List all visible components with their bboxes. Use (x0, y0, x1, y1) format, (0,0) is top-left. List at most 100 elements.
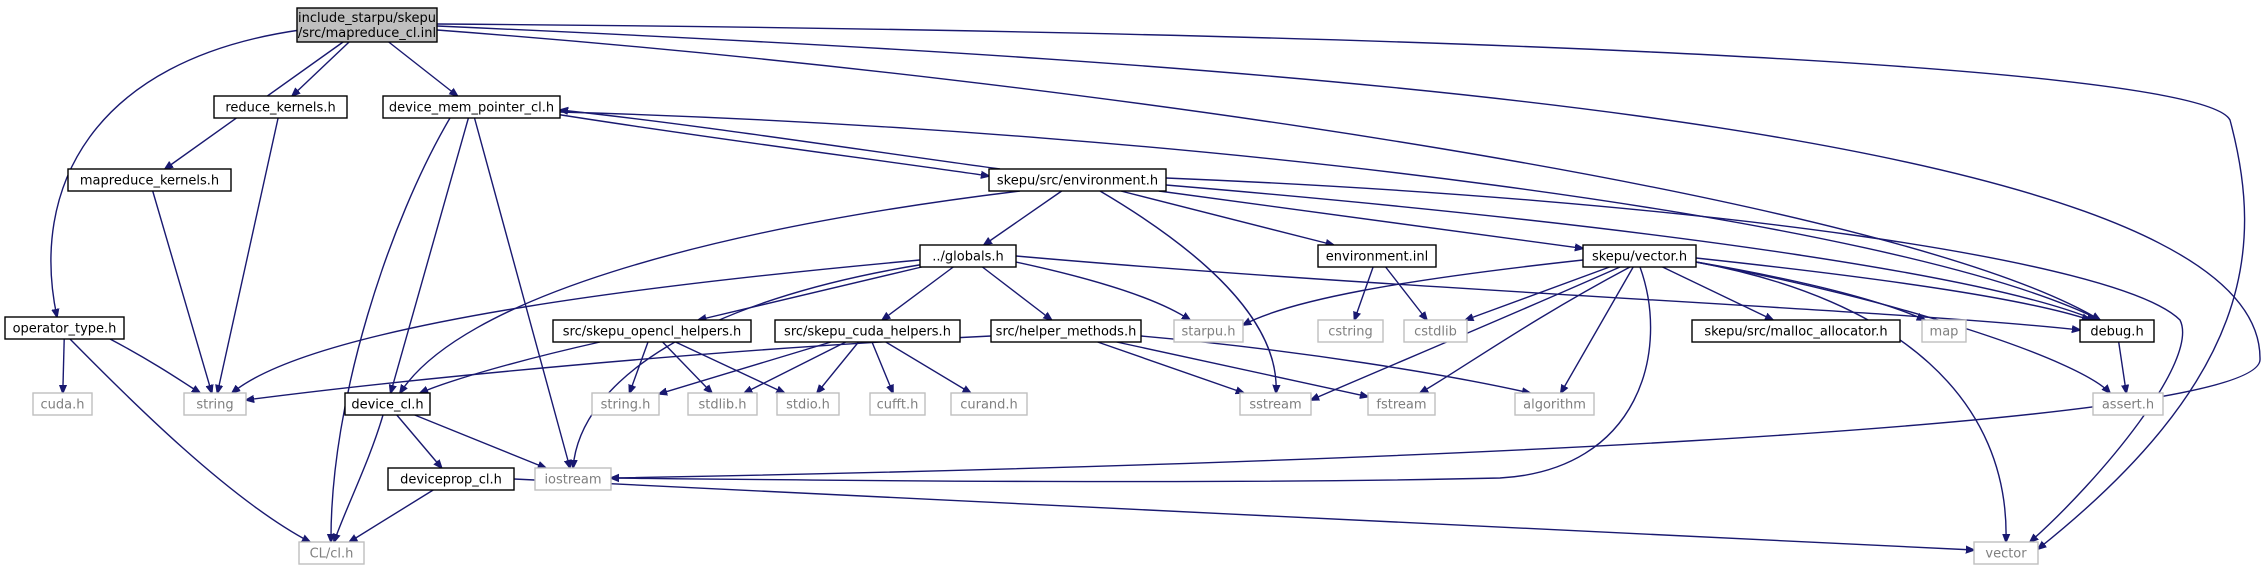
node-box (552, 319, 752, 343)
edge-environment_h-to-debug (1165, 184, 2095, 320)
node-reduce_kernels[interactable]: reduce_kernels.h (213, 95, 348, 119)
edge-environment_h-to-device_mem_pointer (560, 110, 1001, 170)
edge-globals-to-starpu (1015, 261, 1190, 320)
node-label: skepu/src/malloc_allocator.h (1704, 325, 1887, 340)
node-stdlib_h: stdlib.h (687, 392, 758, 416)
node-box (774, 319, 961, 343)
node-environment_h[interactable]: skepu/src/environment.h (988, 168, 1167, 192)
node-box (2092, 392, 2164, 416)
node-label: sstream (1249, 398, 1301, 413)
node-box (1403, 319, 1468, 343)
node-deviceprop[interactable]: deviceprop_cl.h (387, 467, 515, 491)
edge-device_mem_pointer-to-device_cl (391, 117, 470, 393)
edge-environment_h-to-vector_h (1158, 190, 1583, 248)
edge-reduce_kernels-to-string (217, 117, 279, 393)
node-label: curand.h (960, 398, 1018, 413)
edge-cuda_helpers-to-curand (885, 341, 971, 393)
node-mapreduce_kernels[interactable]: mapreduce_kernels.h (67, 168, 232, 192)
node-label: starpu.h (1181, 325, 1235, 340)
node-root[interactable]: include_starpu/skepu/src/mapreduce_cl.in… (296, 7, 438, 43)
node-label: environment.inl (1326, 250, 1428, 265)
node-cl_h: CL/cl.h (298, 541, 365, 565)
edge-environment_inl-to-cstdlib (1385, 266, 1427, 320)
edge-vector_h-to-cstdlib (1465, 266, 1610, 320)
node-label: cstdlib (1414, 325, 1457, 340)
node-string_h: string.h (591, 392, 660, 416)
edge-globals-to-opencl_helpers (698, 266, 922, 320)
node-cuda_helpers[interactable]: src/skepu_cuda_helpers.h (774, 319, 961, 343)
node-box (1317, 244, 1437, 268)
node-label: vector (1985, 547, 2027, 562)
edge-helper_methods-to-string (246, 335, 992, 400)
edge-environment_h-to-device_cl (400, 190, 1021, 393)
edge-vector_h-to-starpu (1243, 259, 1584, 325)
edge-globals-to-iostream (573, 263, 926, 468)
node-label: mapreduce_kernels.h (80, 174, 219, 189)
node-helper_methods[interactable]: src/helper_methods.h (990, 319, 1142, 343)
node-box (1367, 392, 1436, 416)
node-environment_inl[interactable]: environment.inl (1317, 244, 1437, 268)
edge-operator_type-to-cl_h (69, 338, 310, 542)
node-malloc_alloc[interactable]: skepu/src/malloc_allocator.h (1691, 319, 1901, 343)
node-label: iostream (544, 473, 601, 488)
edge-root-to-debug (436, 29, 2100, 320)
edge-cuda_helpers-to-cufft (871, 341, 893, 393)
node-box (298, 541, 365, 565)
edge-environment_inl-to-cstring (1354, 266, 1374, 320)
edge-debug-to-assert_h (2118, 341, 2127, 393)
edge-device_cl-to-cl_h (334, 414, 384, 542)
edge-environment_h-to-globals (984, 190, 1063, 245)
node-box (344, 392, 431, 416)
edge-operator_type-to-cuda (63, 338, 64, 393)
node-label: cuda.h (41, 398, 85, 413)
node-fstream: fstream (1367, 392, 1436, 416)
edge-root-to-reduce_kernels (292, 41, 350, 96)
node-box (1691, 319, 1901, 343)
node-debug[interactable]: debug.h (2079, 319, 2155, 343)
node-label: string (196, 398, 233, 413)
edge-mapreduce_kernels-to-string (152, 190, 212, 393)
node-label: ../globals.h (932, 250, 1003, 265)
node-stdio_h: stdio.h (776, 392, 840, 416)
node-cstdlib: cstdlib (1403, 319, 1468, 343)
edge-device_mem_pointer-to-environment_h (554, 113, 989, 176)
node-label: string.h (601, 398, 651, 413)
node-label: device_cl.h (351, 398, 423, 413)
node-operator_type[interactable]: operator_type.h (4, 316, 125, 340)
node-box (67, 168, 232, 192)
edge-deviceprop-to-cl_h (349, 489, 434, 542)
edge-device_cl-to-iostream (414, 414, 546, 468)
edge-cuda_helpers-to-stdio_h (817, 341, 860, 393)
node-cufft: cufft.h (869, 392, 926, 416)
node-algorithm: algorithm (1514, 392, 1595, 416)
edge-helper_methods-to-sstream (1097, 341, 1244, 393)
node-label: assert.h (2102, 398, 2154, 413)
node-box (296, 7, 438, 43)
node-curand: curand.h (950, 392, 1028, 416)
node-device_cl[interactable]: device_cl.h (344, 392, 431, 416)
node-vector_h[interactable]: skepu/vector.h (1582, 244, 1697, 268)
edge-helper_methods-to-algorithm (1140, 335, 1530, 393)
node-label: skepu/src/environment.h (997, 174, 1158, 189)
node-device_mem_pointer[interactable]: device_mem_pointer_cl.h (382, 95, 561, 119)
edge-helper_methods-to-fstream (1116, 341, 1368, 397)
edge-device_mem_pointer-to-iostream (473, 117, 571, 468)
node-label: deviceprop_cl.h (400, 473, 502, 488)
node-opencl_helpers[interactable]: src/skepu_opencl_helpers.h (552, 319, 752, 343)
node-box (1582, 244, 1697, 268)
node-label: debug.h (2090, 325, 2143, 340)
node-starpu: starpu.h (1173, 319, 1244, 343)
edge-globals-to-cuda_helpers (882, 266, 954, 320)
node-box (1239, 392, 1312, 416)
node-box (1173, 319, 1244, 343)
node-globals[interactable]: ../globals.h (919, 244, 1017, 268)
edge-vector_h-to-malloc_alloc (1662, 266, 1774, 320)
edge-vector_h-to-fstream (1420, 266, 1631, 393)
node-cstring: cstring (1317, 319, 1384, 343)
node-label: operator_type.h (13, 322, 117, 337)
node-label: algorithm (1523, 398, 1586, 413)
edge-device_mem_pointer-to-cl_h (331, 117, 451, 542)
node-box (183, 392, 247, 416)
edges-layer (50, 23, 2261, 550)
node-label: src/helper_methods.h (996, 325, 1137, 340)
